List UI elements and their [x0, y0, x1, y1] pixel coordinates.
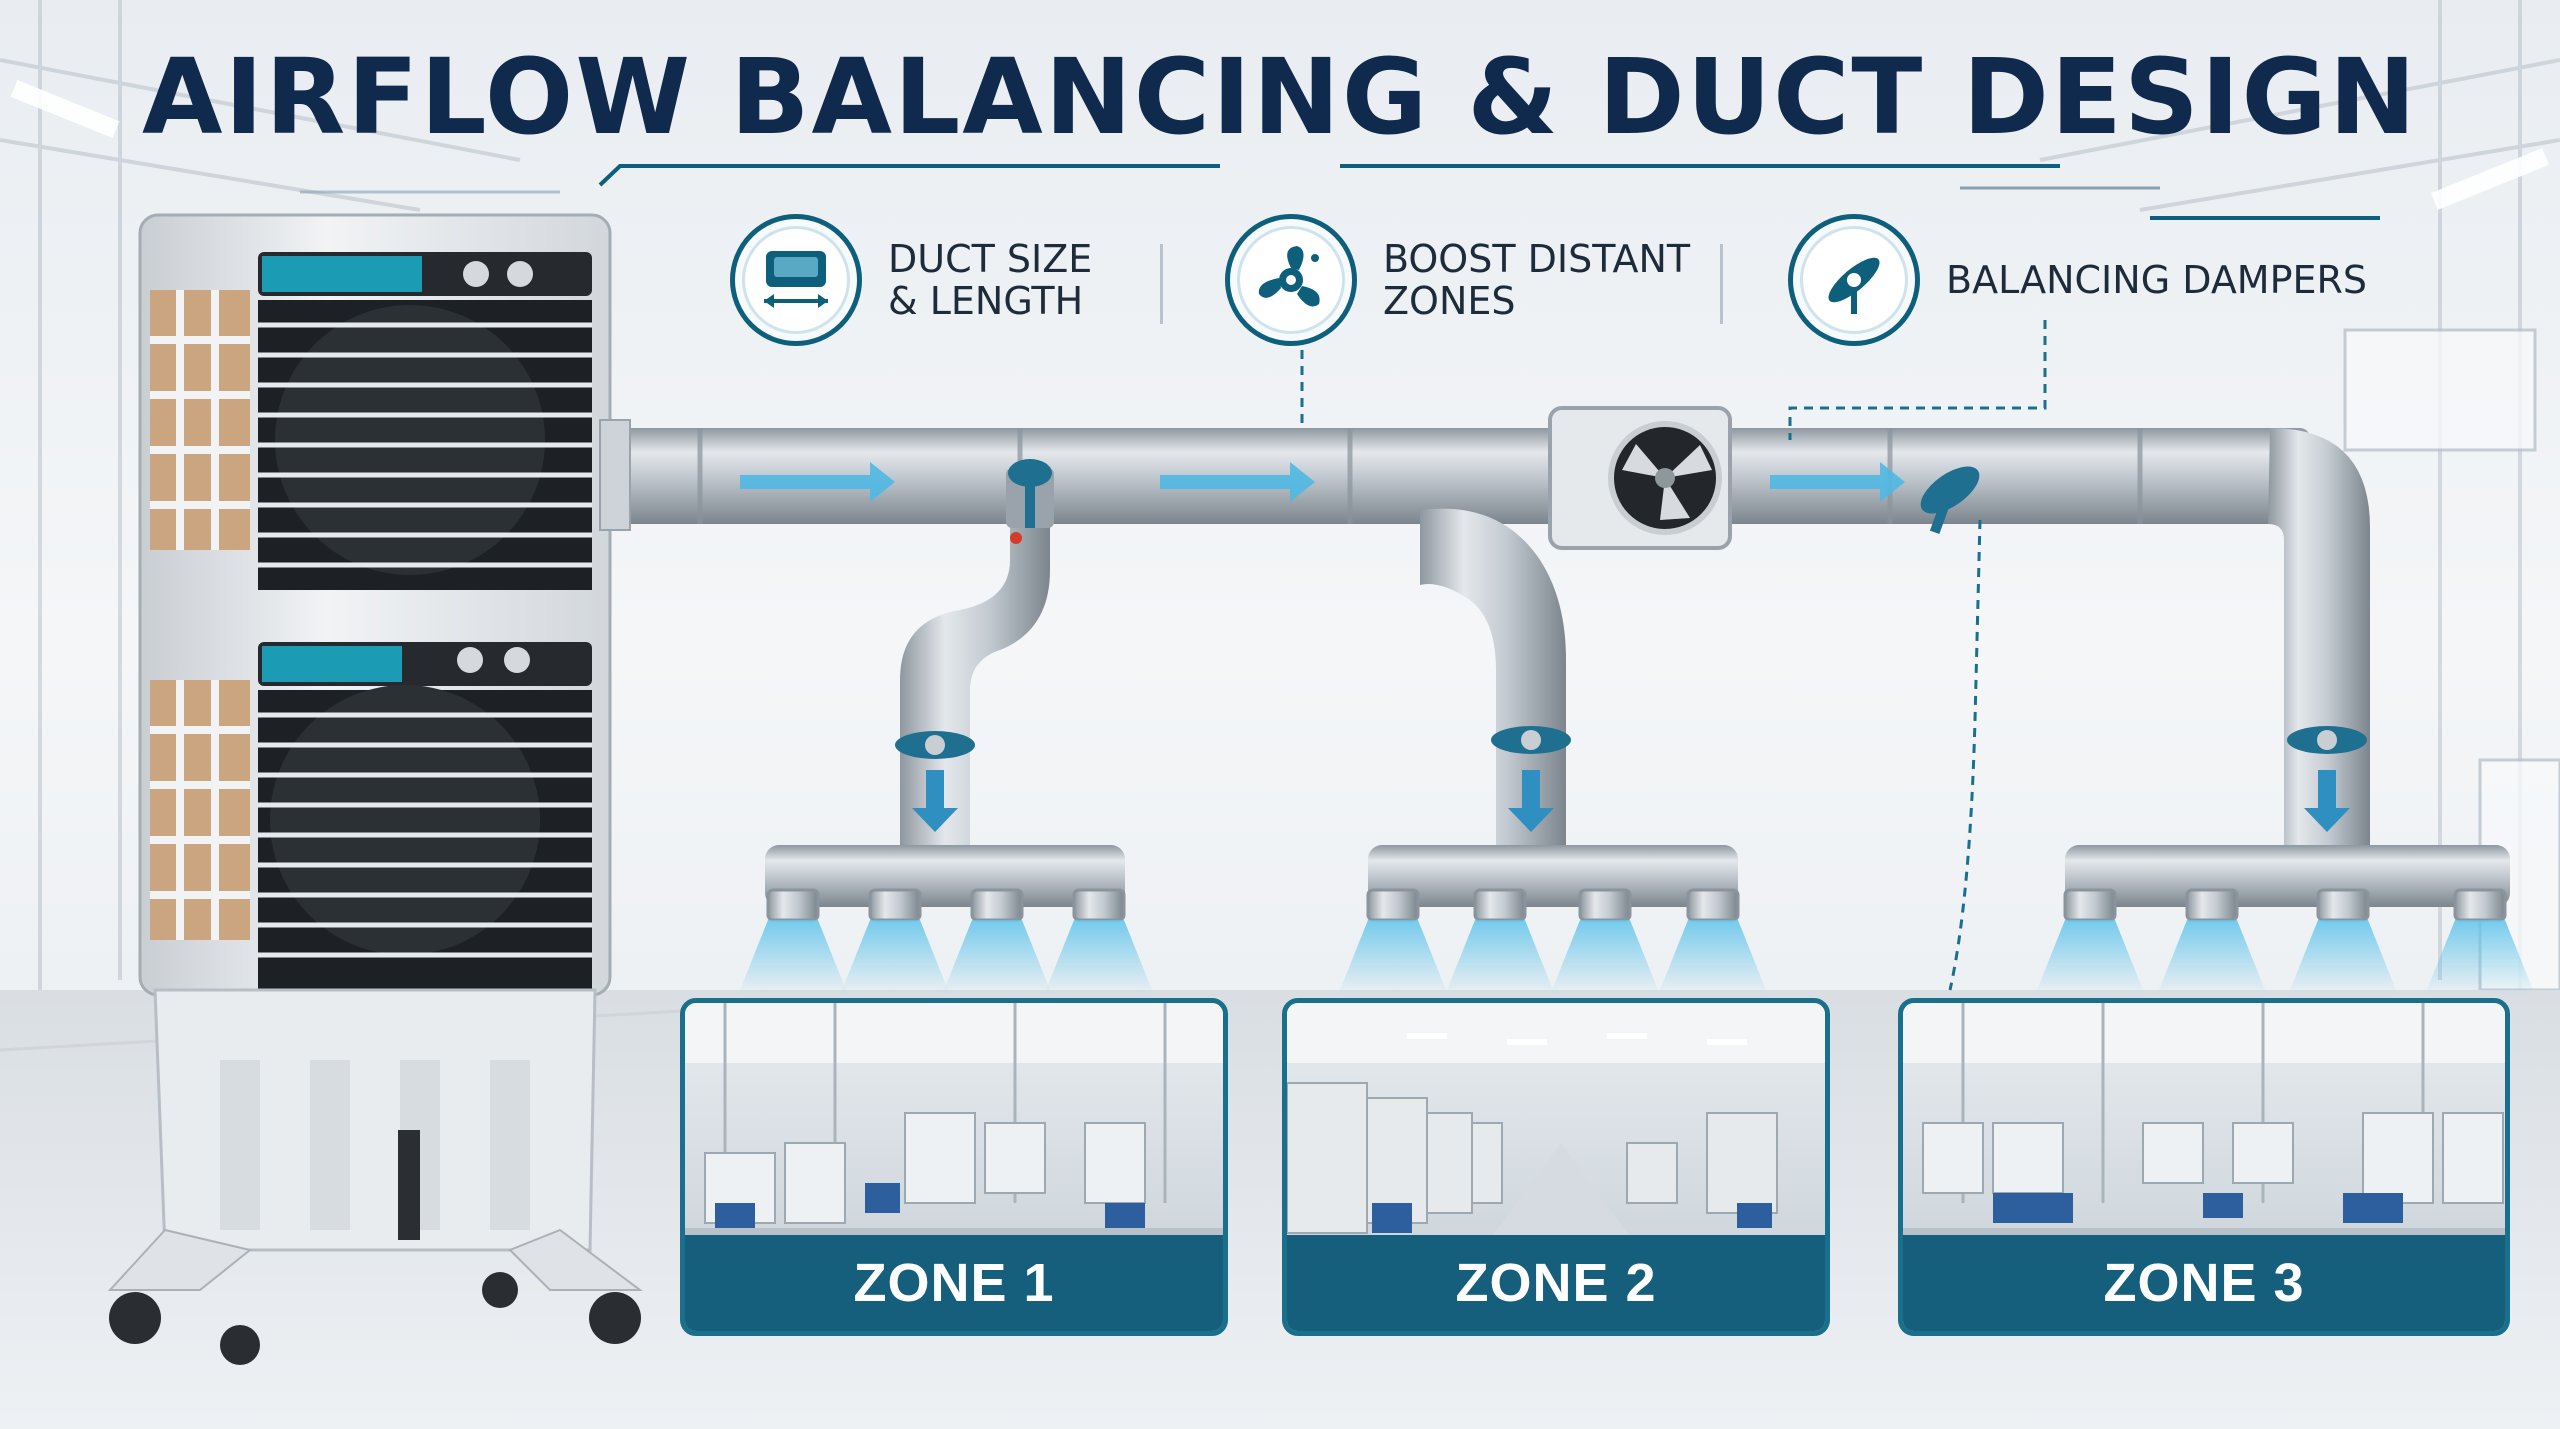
feature-label: BALANCING DAMPERS: [1946, 258, 2368, 302]
zone-3-panel: ZONE 3: [1898, 998, 2510, 1336]
zone-label: ZONE 3: [1903, 1235, 2505, 1331]
duct-size-icon: [730, 214, 862, 346]
divider: [1160, 244, 1163, 324]
zone-2-panel: ZONE 2: [1282, 998, 1830, 1336]
factory-floor-image: [685, 1003, 1223, 1248]
feature-duct-size: DUCT SIZE & LENGTH: [730, 214, 1092, 346]
feature-balancing-dampers: BALANCING DAMPERS: [1788, 214, 2367, 346]
page-title: AIRFLOW BALANCING & DUCT DESIGN: [142, 36, 2418, 158]
boost-fan-icon: [1225, 214, 1357, 346]
factory-floor-image: [1287, 1003, 1825, 1243]
damper-icon: [1788, 214, 1920, 346]
zone-1-panel: ZONE 1: [680, 998, 1228, 1336]
zone-label: ZONE 2: [1287, 1235, 1825, 1331]
feature-label: DUCT SIZE & LENGTH: [888, 237, 1093, 323]
divider: [1720, 244, 1723, 324]
zone-label: ZONE 1: [685, 1235, 1223, 1331]
feature-label: BOOST DISTANT ZONES: [1383, 237, 1691, 323]
feature-boost-zones: BOOST DISTANT ZONES: [1225, 214, 1690, 346]
